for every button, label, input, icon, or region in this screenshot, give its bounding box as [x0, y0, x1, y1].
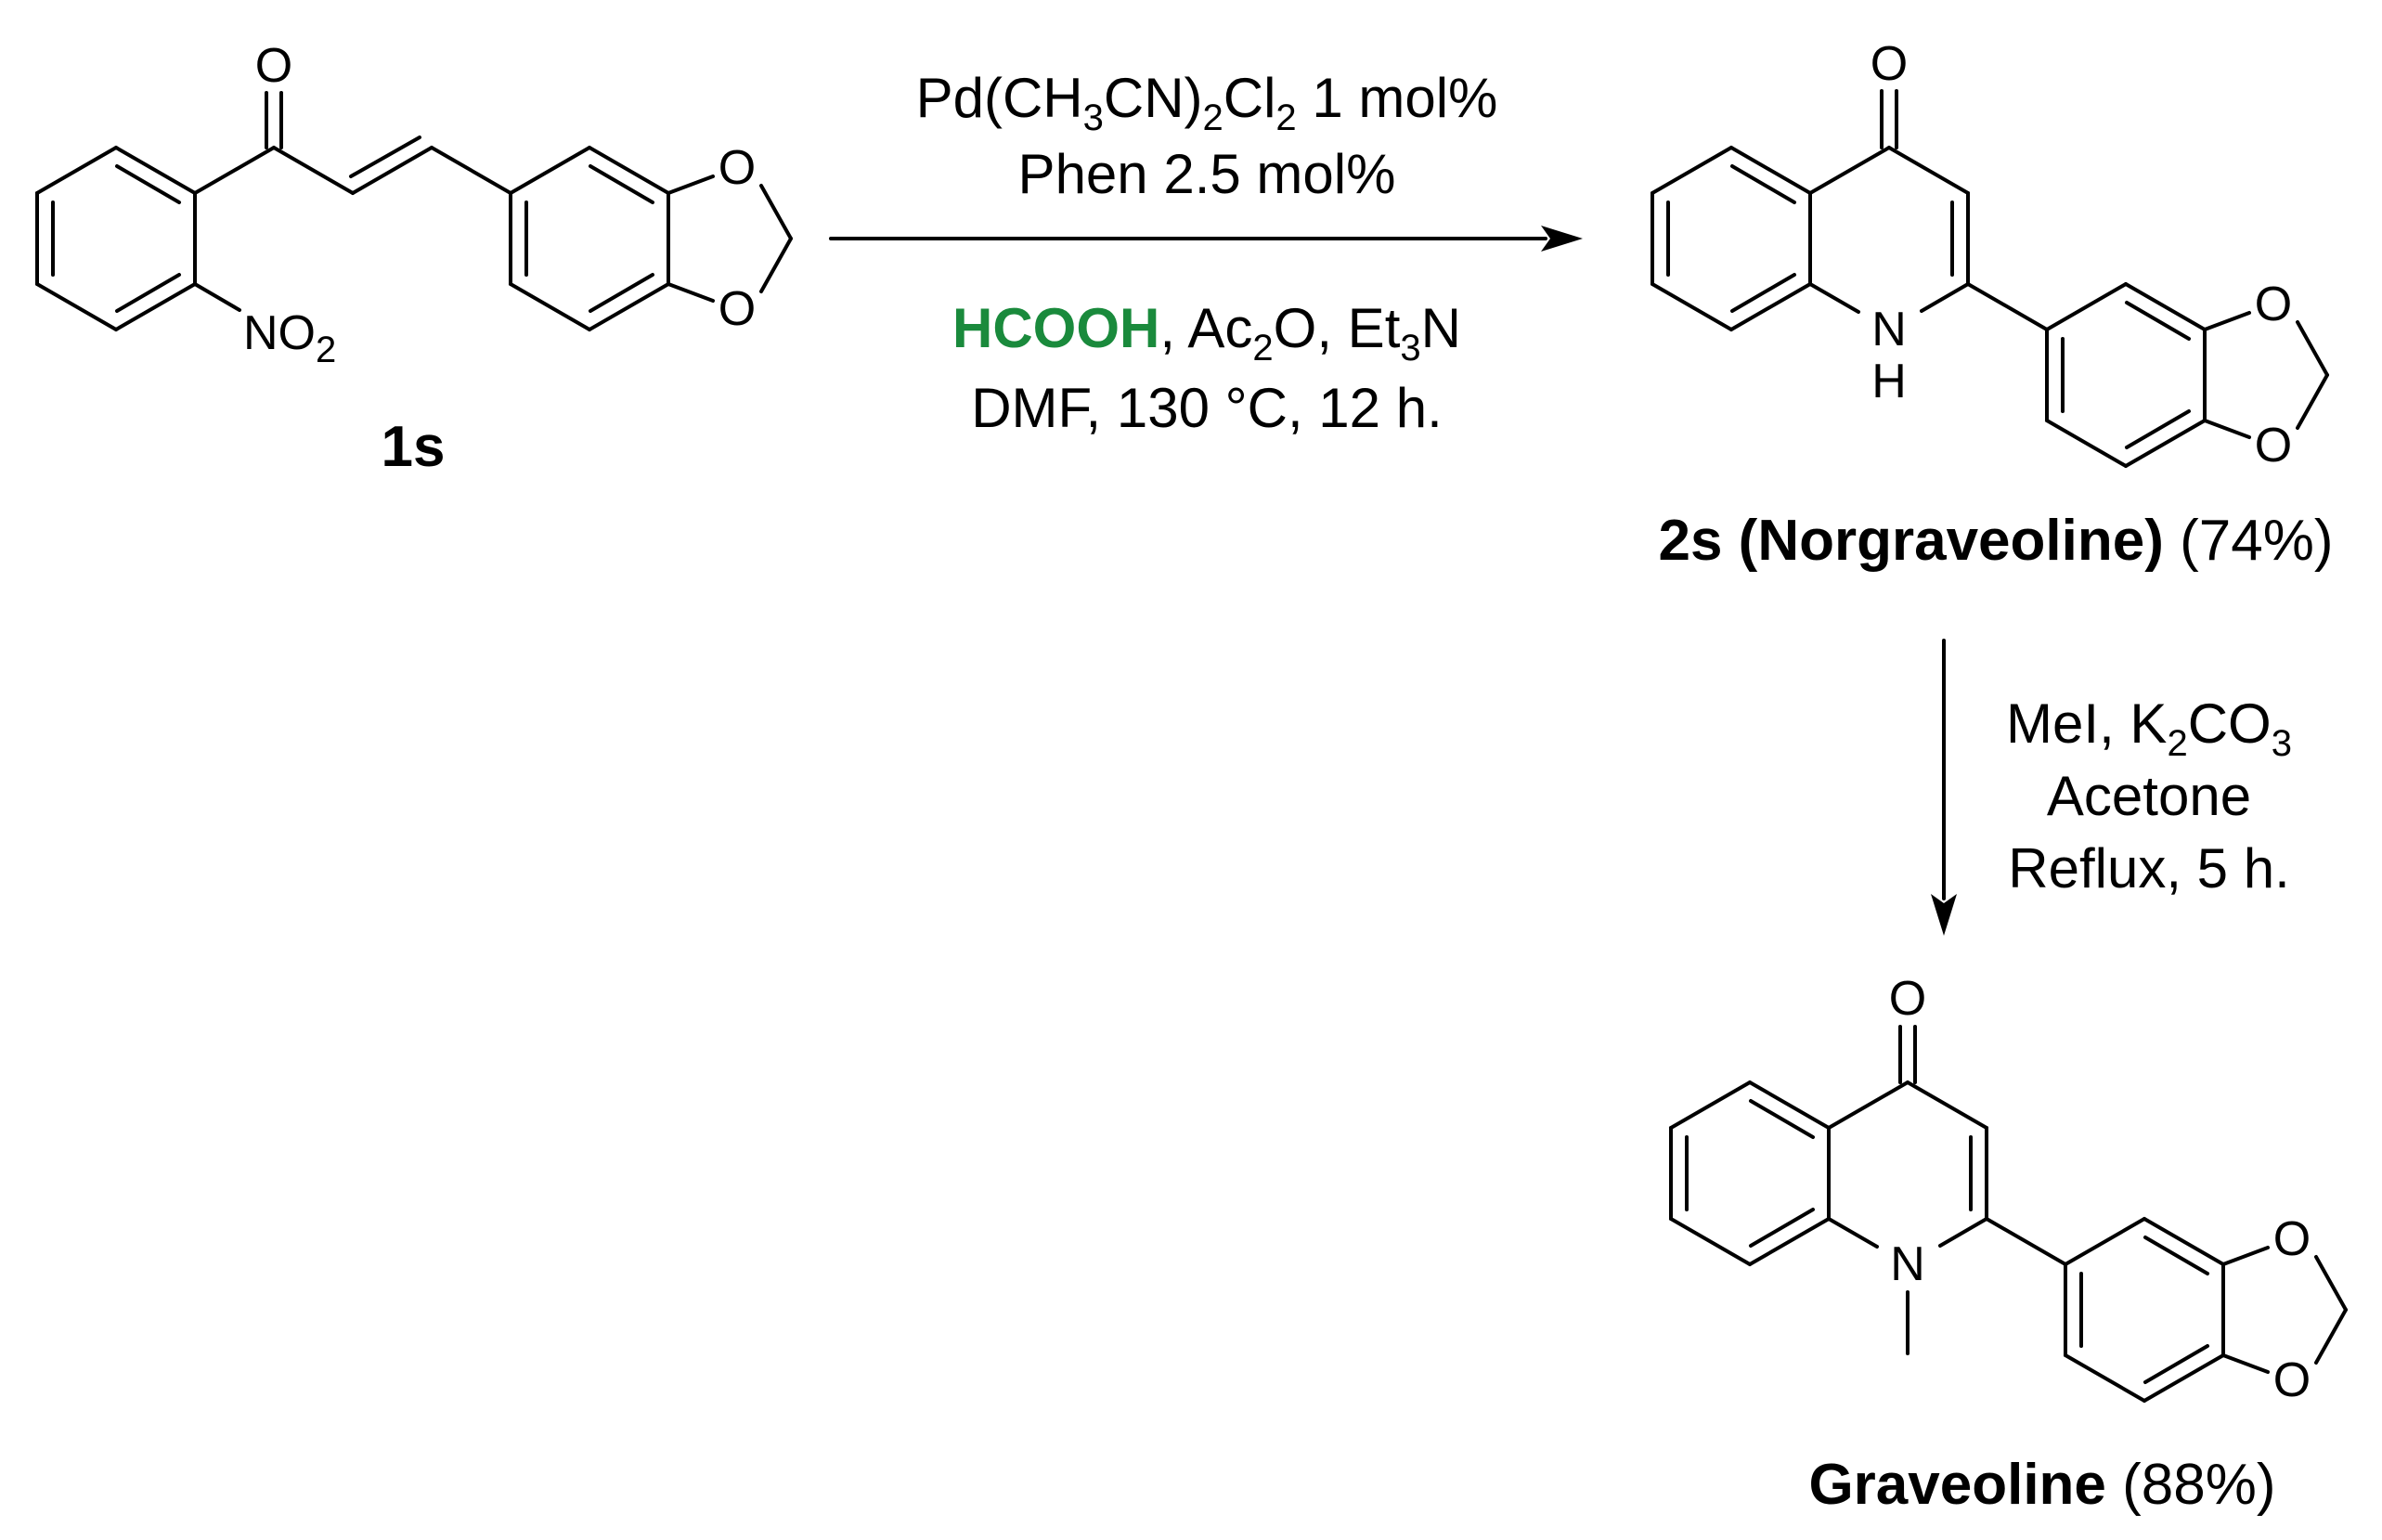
yield-graveoline: (88%) [2122, 1453, 2275, 1517]
bond-to-aryl-graveoline [1985, 1217, 2067, 1266]
dioxole-oxygen-bottom-2s: O [2255, 419, 2292, 472]
bond-to-nitro [193, 282, 241, 312]
compound-label-graveoline: Graveoline (88%) [1808, 1453, 2275, 1517]
step1-arrow [829, 226, 1583, 252]
alkene-double-bond [351, 146, 434, 195]
step1-reagents: HCOOH, Ac2O, Et3N [952, 297, 1461, 369]
step2-conditions: Reflux, 5 h. [2008, 837, 2290, 899]
yield-2s: (74%) [2180, 509, 2333, 573]
step2-reagents: MeI, K2CO3 [2006, 692, 2292, 764]
benzodioxole-ring-graveoline: O O [2064, 1212, 2348, 1407]
enone-bond [272, 146, 355, 195]
dioxole-oxygen-top-2s: O [2255, 278, 2292, 331]
dioxole-oxygen-bottom-graveoline: O [2273, 1353, 2311, 1407]
dioxole-oxygen-bottom-1s: O [718, 282, 756, 336]
compound-label-1s: 1s [382, 415, 446, 479]
nitro-group: NO2 [243, 306, 336, 370]
carbonyl-oxygen-1s: O [255, 39, 292, 93]
product-norgraveoline: O N H O O 2s (Norgraveoline) (74%) [1651, 37, 2334, 573]
benzodioxole-ring-2s: O O [2045, 278, 2329, 472]
bond-to-aryl-2s [1966, 282, 2049, 331]
starting-material-1s: O NO2 O O 1s [35, 39, 793, 479]
quinolone-benzo-ring-2s [1651, 146, 1812, 331]
step1-catalyst: Pd(CH3CN)2Cl2 1 mol% [916, 67, 1498, 138]
carbonyl-oxygen-2s: O [1871, 37, 1908, 91]
n-methyl-nitrogen: N [1890, 1237, 1925, 1291]
quinolone-pyridone-ring-2s [1808, 146, 1970, 314]
benzodioxole-ring-1s: O O [509, 141, 793, 336]
product-graveoline: O N O O Graveoline (88%) [1669, 972, 2348, 1517]
bond-alkene-to-aryl [430, 146, 512, 195]
step2-arrow [1931, 639, 1957, 936]
benzene-ring-nitrophenyl [35, 146, 197, 331]
nh-hydrogen-2s: H [1871, 355, 1907, 408]
dioxole-oxygen-top-graveoline: O [2273, 1212, 2311, 1266]
carbonyl-oxygen-graveoline: O [1889, 972, 1926, 1026]
nh-nitrogen-2s: N [1871, 303, 1907, 356]
quinolone-benzo-ring-graveoline [1669, 1081, 1831, 1266]
formic-acid-highlight: HCOOH [952, 297, 1159, 359]
step2-solvent: Acetone [2047, 765, 2251, 827]
step1-ligand: Phen 2.5 mol% [1018, 143, 1396, 205]
bond-ring-to-carbonyl [193, 146, 276, 195]
quinolone-pyridone-ring-graveoline [1827, 1081, 1988, 1249]
dioxole-oxygen-top-1s: O [718, 141, 756, 195]
compound-label-2s: 2s (Norgraveoline) (74%) [1658, 509, 2333, 573]
step1-conditions: DMF, 130 °C, 12 h. [971, 377, 1443, 439]
